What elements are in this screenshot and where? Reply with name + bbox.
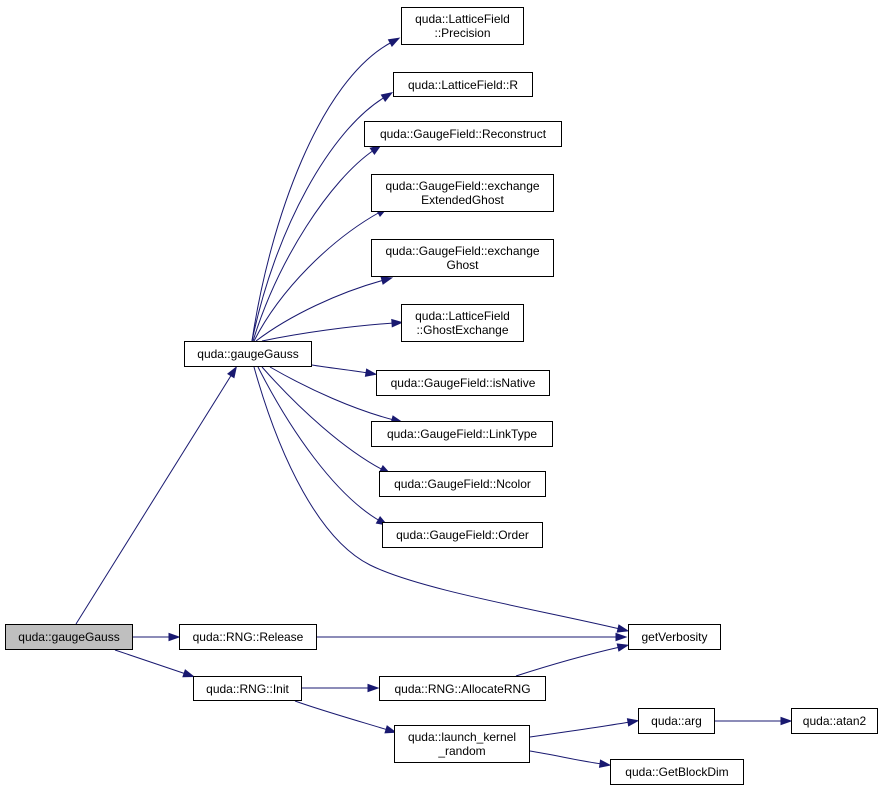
edge-gg-to-linktype <box>269 366 395 421</box>
node-label-line: quda::GaugeField::LinkType <box>386 427 538 441</box>
node-label-line: quda::atan2 <box>802 714 867 728</box>
edge-gg-to-reconstruct <box>252 149 375 342</box>
node-label-line: ::GhostExchange <box>416 323 509 337</box>
arrowhead-arg-to-atan2 <box>780 716 793 726</box>
node-label-line: Ghost <box>446 258 479 272</box>
edge-allocaterng-to-getverbosity <box>515 646 621 677</box>
node-label-line: quda::GaugeField::Ncolor <box>394 477 531 491</box>
node-label-line: quda::LatticeField <box>415 12 510 26</box>
edge-root-to-rng-init <box>114 649 187 675</box>
node-label-line: quda::gaugeGauss <box>197 347 299 361</box>
node-launch-kernel-random[interactable]: quda::launch_kernel_random <box>394 725 530 763</box>
edge-gg-to-exchange-extended <box>253 211 381 342</box>
node-label-line: quda::GaugeField::Order <box>396 528 529 542</box>
node-label-line: _random <box>438 744 486 758</box>
edge-gg-to-order <box>257 366 381 522</box>
arrowhead-gg-to-getverbosity <box>616 624 630 633</box>
node-rng-allocaterng[interactable]: quda::RNG::AllocateRNG <box>379 676 546 701</box>
node-label-line: quda::LatticeField <box>415 309 510 323</box>
node-label-line: quda::GaugeField::exchange <box>385 179 540 193</box>
node-rng-release[interactable]: quda::RNG::Release <box>179 624 317 650</box>
edge-gg-to-exchange-ghost <box>255 279 385 342</box>
edge-gg-to-getverbosity <box>253 366 621 630</box>
node-latticefield-precision[interactable]: quda::LatticeField::Precision <box>401 7 524 45</box>
node-quda-atan2[interactable]: quda::atan2 <box>791 708 878 734</box>
arrowhead-launchkernel-to-arg <box>626 718 640 727</box>
arrowhead-root-to-gaugegauss <box>227 365 238 379</box>
edge-launchkernel-to-getblockdim <box>529 750 603 765</box>
node-latticefield-r[interactable]: quda::LatticeField::R <box>393 72 533 97</box>
edge-gg-to-r <box>251 96 386 342</box>
node-label-line: quda::RNG::AllocateRNG <box>394 681 531 696</box>
arrowhead-gg-to-exchange-ghost <box>380 276 394 285</box>
arrowhead-gg-to-precision <box>387 37 401 47</box>
edge-gg-to-ghostexchange <box>261 322 395 342</box>
edge-gg-to-precision <box>251 41 393 342</box>
arrowhead-gg-to-isnative <box>364 368 378 377</box>
node-label-line: getVerbosity <box>641 630 708 644</box>
node-label-line: ExtendedGhost <box>421 193 504 207</box>
arrowhead-allocaterng-to-getverbosity <box>616 643 630 652</box>
arrowhead-release-to-getverbosity <box>615 632 628 642</box>
node-gaugefield-order[interactable]: quda::GaugeField::Order <box>382 522 543 548</box>
node-label-line: quda::GaugeField::isNative <box>390 376 536 390</box>
node-latticefield-ghostexchange[interactable]: quda::LatticeField::GhostExchange <box>401 304 524 342</box>
node-rng-init[interactable]: quda::RNG::Init <box>193 676 302 701</box>
edge-init-to-launchkernel <box>294 700 389 731</box>
node-label-line: quda::GaugeField::Reconstruct <box>379 127 547 141</box>
node-getverbosity[interactable]: getVerbosity <box>628 624 721 650</box>
edge-gg-to-isnative <box>311 364 369 374</box>
arrowhead-root-to-rng-release <box>168 632 181 642</box>
node-gaugefield-ncolor[interactable]: quda::GaugeField::Ncolor <box>379 471 546 497</box>
node-gaugegauss-impl[interactable]: quda::gaugeGauss <box>184 341 312 367</box>
edge-launchkernel-to-arg <box>529 721 631 738</box>
edge-root-to-gaugegauss <box>75 373 233 625</box>
arrowhead-gg-to-ghostexchange <box>391 318 404 328</box>
node-gaugefield-linktype[interactable]: quda::GaugeField::LinkType <box>371 421 553 447</box>
node-label-line: quda::GetBlockDim <box>625 765 729 779</box>
node-label-line: quda::LatticeField::R <box>407 77 519 92</box>
arrowhead-root-to-rng-init <box>182 669 195 678</box>
node-quda-arg[interactable]: quda::arg <box>638 708 715 734</box>
arrowhead-init-to-launchkernel <box>384 725 398 734</box>
arrowhead-launchkernel-to-getblockdim <box>598 759 612 768</box>
node-label-line: quda::GaugeField::exchange <box>385 244 540 258</box>
node-label-line: quda::RNG::Release <box>192 630 304 644</box>
node-getblockdim[interactable]: quda::GetBlockDim <box>610 759 744 785</box>
arrowhead-gg-to-r <box>380 92 394 102</box>
edge-gg-to-ncolor <box>261 366 384 471</box>
node-label-line: quda::RNG::Init <box>206 681 289 696</box>
node-gaugefield-isnative[interactable]: quda::GaugeField::isNative <box>376 370 550 396</box>
node-label-line: ::Precision <box>434 26 491 40</box>
node-label-line: quda::arg <box>651 714 702 728</box>
arrowhead-init-to-allocaterng <box>367 683 380 693</box>
node-label-line: quda::launch_kernel <box>407 730 517 744</box>
node-label-line: quda::gaugeGauss <box>18 630 120 644</box>
node-gaugefield-reconstruct[interactable]: quda::GaugeField::Reconstruct <box>364 121 562 147</box>
node-gaugegauss-root[interactable]: quda::gaugeGauss <box>5 624 133 650</box>
